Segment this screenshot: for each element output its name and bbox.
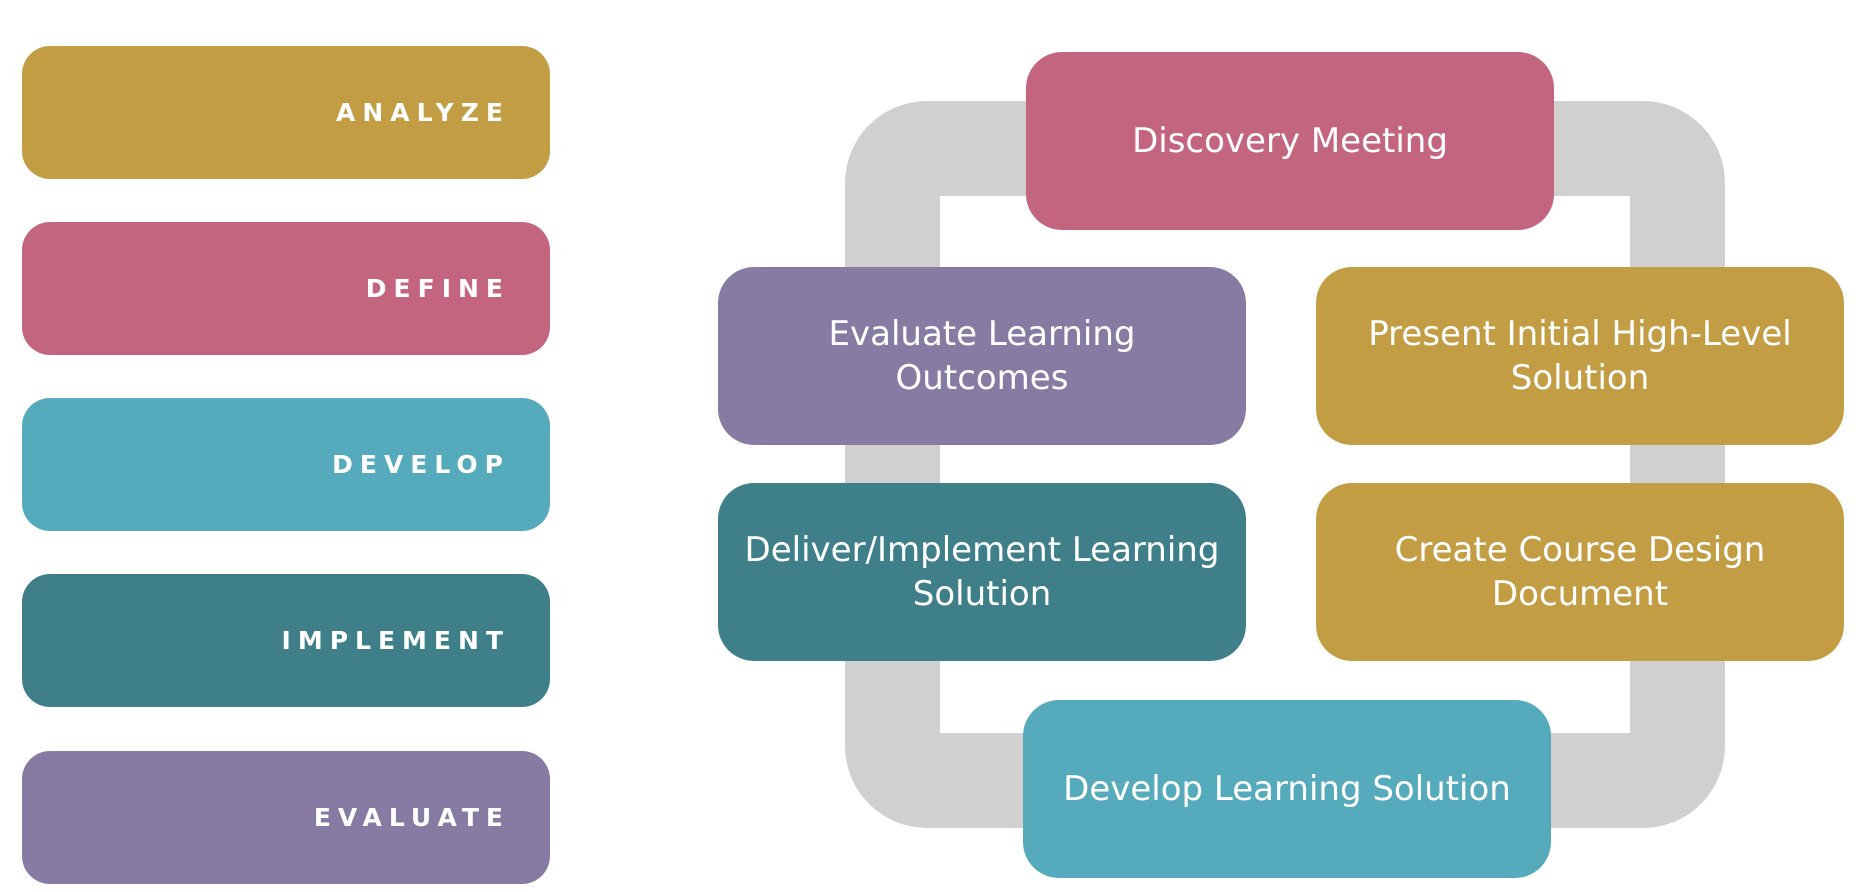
- step-evaluate-learning-outcomes: Evaluate Learning Outcomes: [718, 267, 1246, 445]
- step-discovery-meeting-label: Discovery Meeting: [1132, 121, 1448, 161]
- phase-develop-label: DEVELOP: [332, 450, 510, 479]
- phase-implement: IMPLEMENT: [22, 574, 550, 707]
- phase-develop: DEVELOP: [22, 398, 550, 531]
- step-present-initial-solution-label: Present Initial High-Level Solution: [1368, 314, 1792, 398]
- phase-analyze-label: ANALYZE: [336, 98, 510, 127]
- phase-implement-label: IMPLEMENT: [281, 626, 510, 655]
- step-deliver-implement: Deliver/Implement Learning Solution: [718, 483, 1246, 661]
- phase-evaluate-label: EVALUATE: [313, 803, 510, 832]
- step-develop-learning-solution: Develop Learning Solution: [1023, 700, 1551, 878]
- step-evaluate-learning-outcomes-label: Evaluate Learning Outcomes: [828, 314, 1136, 398]
- phase-analyze: ANALYZE: [22, 46, 550, 179]
- phase-evaluate: EVALUATE: [22, 751, 550, 884]
- step-discovery-meeting: Discovery Meeting: [1026, 52, 1554, 230]
- step-create-course-design: Create Course Design Document: [1316, 483, 1844, 661]
- phase-define: DEFINE: [22, 222, 550, 355]
- step-deliver-implement-label: Deliver/Implement Learning Solution: [744, 530, 1220, 614]
- step-create-course-design-label: Create Course Design Document: [1394, 530, 1766, 614]
- step-develop-learning-solution-label: Develop Learning Solution: [1063, 769, 1511, 809]
- phase-define-label: DEFINE: [365, 274, 510, 303]
- step-present-initial-solution: Present Initial High-Level Solution: [1316, 267, 1844, 445]
